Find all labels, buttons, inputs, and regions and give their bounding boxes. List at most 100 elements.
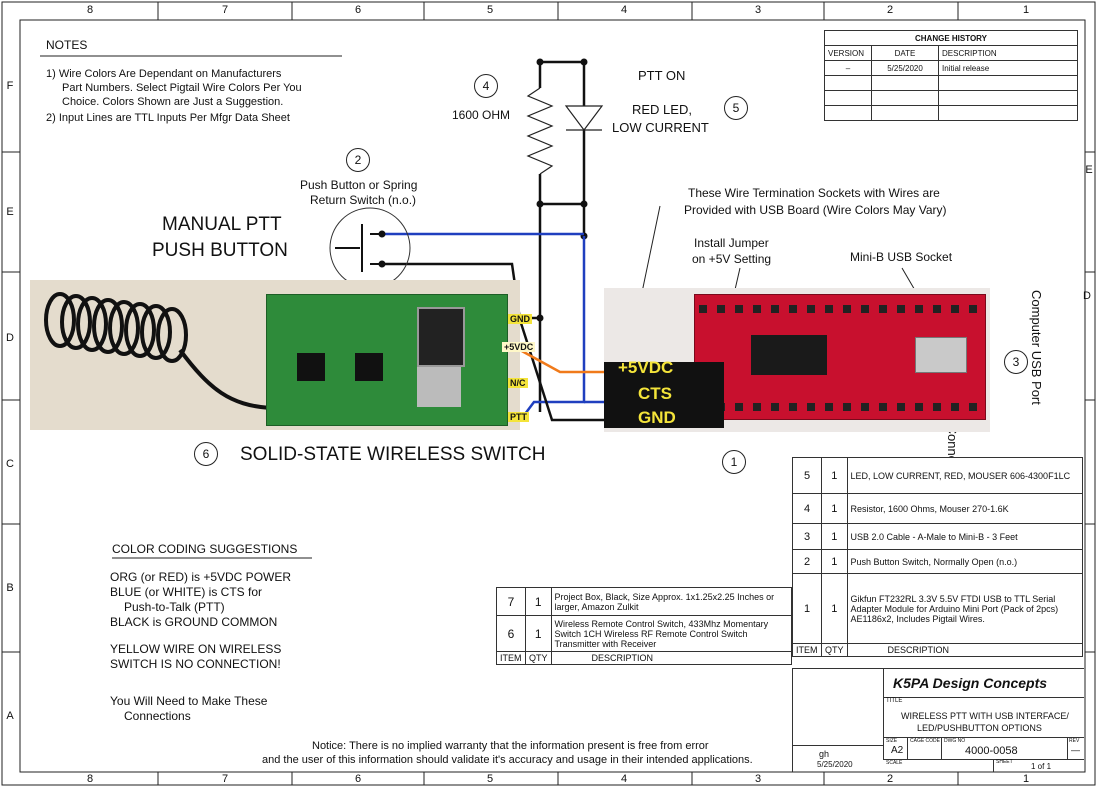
sockets-label-line2: Provided with USB Board (Wire Colors May… (684, 203, 947, 217)
resistor-symbol (526, 87, 554, 175)
ch-description: Initial release (938, 60, 1078, 76)
table-row: 4 1 Resistor, 1600 Ohms, Mouser 270-1.6K (792, 493, 1084, 524)
table-header-row: ITEM QTY DESCRIPTION (496, 651, 793, 665)
bubble-2: 2 (346, 148, 370, 172)
resistor-label: 1600 OHM (452, 108, 511, 122)
usb-socket (915, 337, 967, 373)
drawing-title-line1: WIRELESS PTT WITH USB INTERFACE/ (901, 711, 1069, 721)
notes-line-2: Part Numbers. Select Pigtail Wire Colors… (62, 82, 302, 94)
wireless-switch-photo: GND +5VDC N/C PTT (30, 280, 536, 430)
pushbutton-label-line1: Push Button or Spring (300, 178, 418, 192)
zone-row-e-right: E (1085, 164, 1093, 176)
manual-ptt-label-line2: PUSH BUTTON (152, 240, 288, 261)
zone-col-1-bottom: 1 (1022, 773, 1030, 785)
bom-desc: Gikfun FT232RL 3.3V 5.5V FTDI USB to TTL… (846, 573, 1084, 644)
add-cable-label-line2: Computer USB Port (1029, 290, 1044, 405)
table-row: 1 1 Gikfun FT232RL 3.3V 5.5V FTDI USB to… (792, 573, 1084, 644)
relay-component (417, 307, 465, 367)
rev-value: — (1071, 745, 1080, 755)
bom-qty: 1 (525, 587, 552, 616)
bom-header-item: ITEM (496, 651, 526, 665)
company-name: K5PA Design Concepts (893, 675, 1048, 691)
bubble-5: 5 (724, 96, 748, 120)
bom-qty: 1 (821, 549, 848, 574)
zone-row-b: B (6, 582, 14, 594)
ch-header-description: DESCRIPTION (938, 45, 1078, 61)
notes-title: NOTES (46, 38, 88, 52)
bubble-4: 4 (474, 74, 498, 98)
pcb-ptt-label: PTT (508, 412, 529, 422)
led-symbol (564, 105, 604, 131)
ch-version: – (824, 60, 872, 76)
bom-header-qty: QTY (821, 643, 848, 657)
header-pins (699, 305, 981, 313)
color-coding-line-6: SWITCH IS NO CONNECTION! (110, 657, 281, 671)
bom-item: 1 (792, 573, 822, 644)
connector-gnd-label: GND (638, 408, 676, 427)
bom-header-desc: DESCRIPTION (846, 643, 1084, 657)
notes-line-3: Choice. Colors Shown are Just a Suggesti… (62, 96, 284, 108)
heatsink-tab (417, 367, 461, 407)
zone-col-6-bottom: 6 (354, 773, 362, 785)
notice-line-1: Notice: There is no implied warranty tha… (312, 740, 709, 752)
jumper-label-line1: Install Jumper (694, 236, 769, 250)
minib-label: Mini-B USB Socket (850, 250, 953, 264)
sheet-value: 1 of 1 (1031, 762, 1052, 771)
color-coding-line-5: YELLOW WIRE ON WIRELESS (110, 642, 282, 656)
title-field-label: TITLE (886, 698, 903, 704)
ftdi-chip (751, 335, 827, 375)
table-row: 2 1 Push Button Switch, Normally Open (n… (792, 549, 1084, 574)
header-pins (699, 403, 981, 411)
bom-qty: 1 (821, 457, 848, 494)
bom-desc: LED, LOW CURRENT, RED, MOUSER 606-4300F1… (846, 457, 1084, 494)
rev-label: REV (1069, 738, 1080, 744)
pcb-nc-label: N/C (508, 378, 528, 388)
zone-col-5: 5 (486, 4, 494, 16)
sockets-label-line1: These Wire Termination Sockets with Wire… (688, 186, 940, 200)
connector-cts-label: CTS (638, 384, 672, 403)
zone-col-2: 2 (886, 4, 894, 16)
dwg-number: 4000-0058 (965, 745, 1018, 757)
dwg-no-label: DWG NO (944, 738, 966, 744)
pcb-gnd-label: GND (508, 314, 532, 324)
bubble-1: 1 (722, 450, 746, 474)
change-history: CHANGE HISTORY VERSION DATE DESCRIPTION … (824, 30, 1078, 121)
bom-item: 6 (496, 615, 526, 652)
manual-ptt-label-line1: MANUAL PTT (162, 214, 282, 235)
ch-header-date: DATE (871, 45, 939, 61)
change-history-title: CHANGE HISTORY (824, 30, 1078, 46)
receiver-pcb (266, 294, 508, 426)
bom-header-item: ITEM (792, 643, 822, 657)
zone-row-a: A (6, 710, 14, 722)
bom-header-desc: DESCRIPTION (550, 651, 793, 665)
zone-row-f: F (6, 80, 14, 92)
notice-line-2: and the user of this information should … (262, 754, 753, 766)
bom-item: 5 (792, 457, 822, 494)
table-row: 6 1 Wireless Remote Control Switch, 433M… (496, 615, 793, 652)
zone-col-1: 1 (1022, 4, 1030, 16)
ic-chip (297, 353, 325, 381)
zone-col-2-bottom: 2 (886, 773, 894, 785)
table-row: 5 1 LED, LOW CURRENT, RED, MOUSER 606-43… (792, 457, 1084, 494)
bom-item: 7 (496, 587, 526, 616)
bom-qty: 1 (821, 573, 848, 644)
ch-header-version: VERSION (824, 45, 872, 61)
zone-col-3: 3 (754, 4, 762, 16)
ic-chip (355, 353, 383, 381)
zone-col-7: 7 (221, 4, 229, 16)
bom-qty: 1 (821, 493, 848, 524)
bom-table-left: 7 1 Project Box, Black, Size Approx. 1x1… (496, 587, 793, 665)
cage-code-label: CAGE CODE (910, 738, 941, 744)
color-coding-title: COLOR CODING SUGGESTIONS (112, 542, 298, 556)
bom-desc: Wireless Remote Control Switch, 433Mhz M… (550, 615, 793, 652)
pushbutton-label-line2: Return Switch (n.o.) (310, 193, 417, 207)
bom-desc: Resistor, 1600 Ohms, Mouser 270-1.6K (846, 493, 1084, 524)
drawn-by: gh (819, 749, 830, 759)
wire-socket-block (604, 362, 724, 428)
scale-label: SCALE (886, 760, 903, 766)
zone-col-4-bottom: 4 (620, 773, 628, 785)
ch-date: 5/25/2020 (871, 60, 939, 76)
zone-col-3-bottom: 3 (754, 773, 762, 785)
zone-row-c: C (6, 458, 14, 470)
